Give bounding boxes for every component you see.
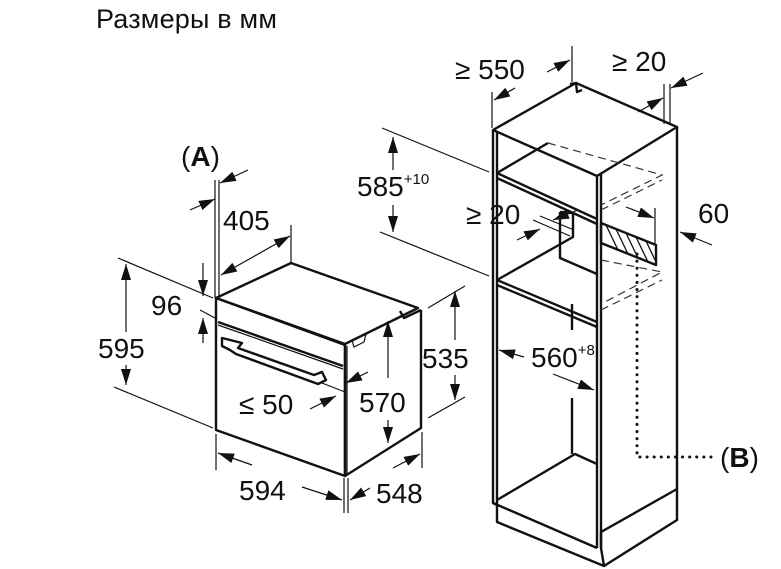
page-title: Размеры в мм	[96, 4, 278, 34]
oven-handle	[220, 336, 328, 386]
oven-drawing	[214, 261, 423, 478]
dim-96: 96	[151, 290, 182, 321]
oven-dimension-lines	[113, 169, 466, 513]
dim-548: 548	[376, 478, 423, 509]
dim-535: 535	[422, 343, 469, 374]
cabinet-top	[491, 81, 679, 178]
dim-595: 595	[98, 333, 145, 364]
dim-585: 585+10	[357, 171, 429, 202]
dim-570: 570	[359, 387, 406, 418]
cabinet-dimension-lines	[379, 46, 720, 459]
vent-leader	[635, 252, 720, 459]
oven-panel-bottom	[217, 320, 344, 368]
oven-panel-top	[215, 296, 346, 346]
dim-rear-gap-20: ≥ 20	[612, 46, 666, 77]
dim-560: 560+8	[531, 342, 595, 373]
dim-handle-50: ≤ 50	[239, 389, 293, 420]
dim-550: ≥ 550	[455, 54, 525, 85]
vent-opening	[599, 221, 658, 267]
dim-60: 60	[698, 198, 729, 229]
oven-side	[343, 310, 423, 478]
oven-front	[214, 296, 347, 478]
dim-594: 594	[239, 475, 286, 506]
dim-405: 405	[223, 205, 270, 236]
label-a: (A)	[181, 141, 220, 172]
dim-shelf-gap-20: ≥ 20	[466, 199, 520, 230]
label-b: (B)	[720, 442, 759, 473]
cabinet-drawing	[491, 81, 679, 568]
